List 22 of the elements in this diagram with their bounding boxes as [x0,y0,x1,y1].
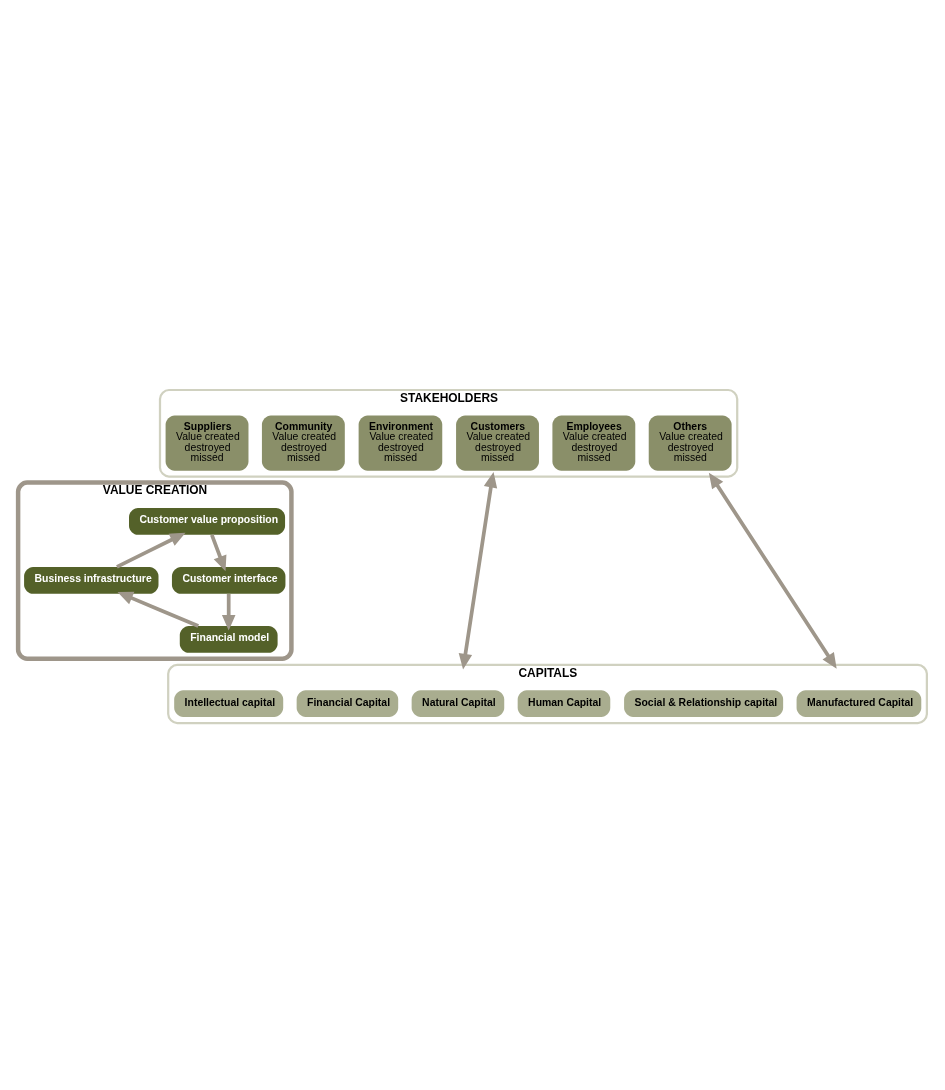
arrow [210,534,227,572]
node-box: Financial Capital [296,690,399,718]
arrow [117,591,199,628]
arrow [458,472,498,670]
node-box: Customer value proposition [129,508,286,535]
node-box: Environment Value created destroyed missed [358,415,443,471]
node-box: Manufactured Capital [796,690,922,718]
node-box: Others Value created destroyed missed [648,415,732,471]
node-box: Business infrastructure [24,566,159,594]
arrow [221,593,236,631]
node-box: Customers Value created destroyed missed [456,415,539,471]
node-box: Human Capital [517,690,611,718]
arrow [116,532,186,569]
arrow [708,472,837,669]
node-box: Financial model [179,625,278,653]
node-box: Natural Capital [411,690,505,718]
node-box: Employees Value created destroyed missed [552,415,636,471]
node-box: Suppliers Value created destroyed missed [165,415,249,471]
node-box: Community Value created destroyed missed [261,415,345,471]
node-box: Customer interface [171,566,286,594]
node-box: Intellectual capital [174,690,284,718]
node-box: Social & Relationship capital [624,690,784,718]
